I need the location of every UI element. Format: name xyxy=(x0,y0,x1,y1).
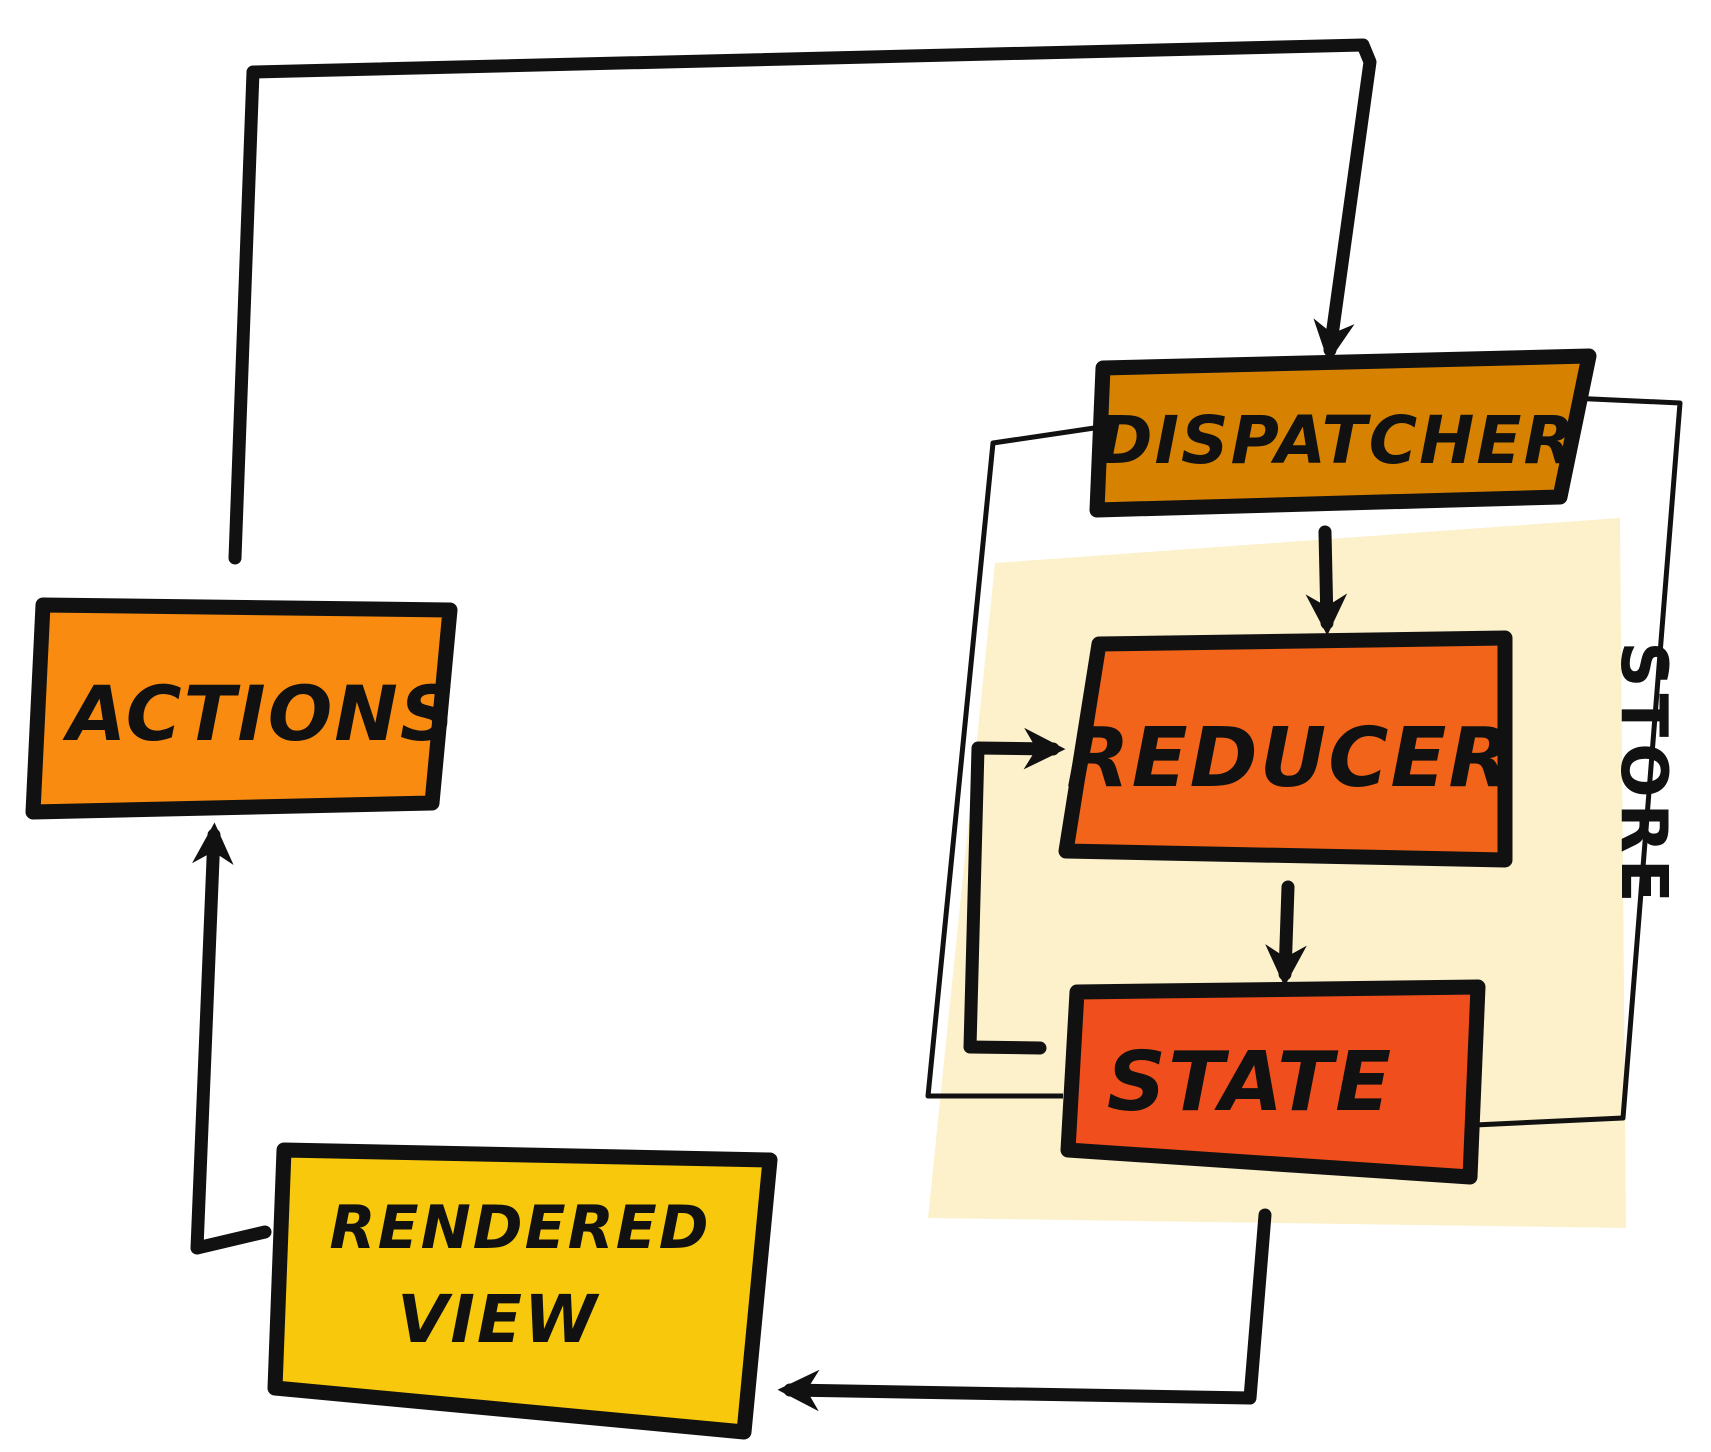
actions-label: ACTIONS xyxy=(62,669,456,758)
arrow-store-to-view xyxy=(777,1208,1272,1412)
reducer-node: REDUCER xyxy=(1058,630,1513,868)
arrow-view-to-actions xyxy=(190,822,272,1255)
dispatcher-node: DISPATCHER xyxy=(1089,348,1597,518)
rendered-view-node: RENDERED VIEW xyxy=(267,1142,778,1440)
rendered-view-label-line1: RENDERED xyxy=(329,1193,710,1263)
arrow-actions-to-dispatcher xyxy=(228,38,1377,565)
reducer-label: REDUCER xyxy=(1066,711,1513,806)
flow-arrows xyxy=(190,38,1377,1412)
state-node: STATE xyxy=(1060,979,1486,1185)
rendered-view-box xyxy=(267,1142,778,1440)
arrow-reducer-to-state xyxy=(1265,880,1307,987)
reducer-box xyxy=(1058,630,1513,868)
arrow-dispatcher-to-reducer xyxy=(1305,525,1348,636)
rendered-view-label-line2: VIEW xyxy=(397,1281,600,1358)
dispatcher-label: DISPATCHER xyxy=(1098,402,1577,479)
state-box xyxy=(1060,979,1486,1185)
dispatcher-box xyxy=(1089,348,1597,518)
actions-node: ACTIONS xyxy=(25,597,458,820)
actions-box xyxy=(25,597,458,820)
arrow-state-to-reducer xyxy=(963,727,1066,1055)
store-outline xyxy=(925,395,1683,1128)
store-label: STORE xyxy=(1606,641,1680,908)
state-label: STATE xyxy=(1107,1035,1393,1130)
